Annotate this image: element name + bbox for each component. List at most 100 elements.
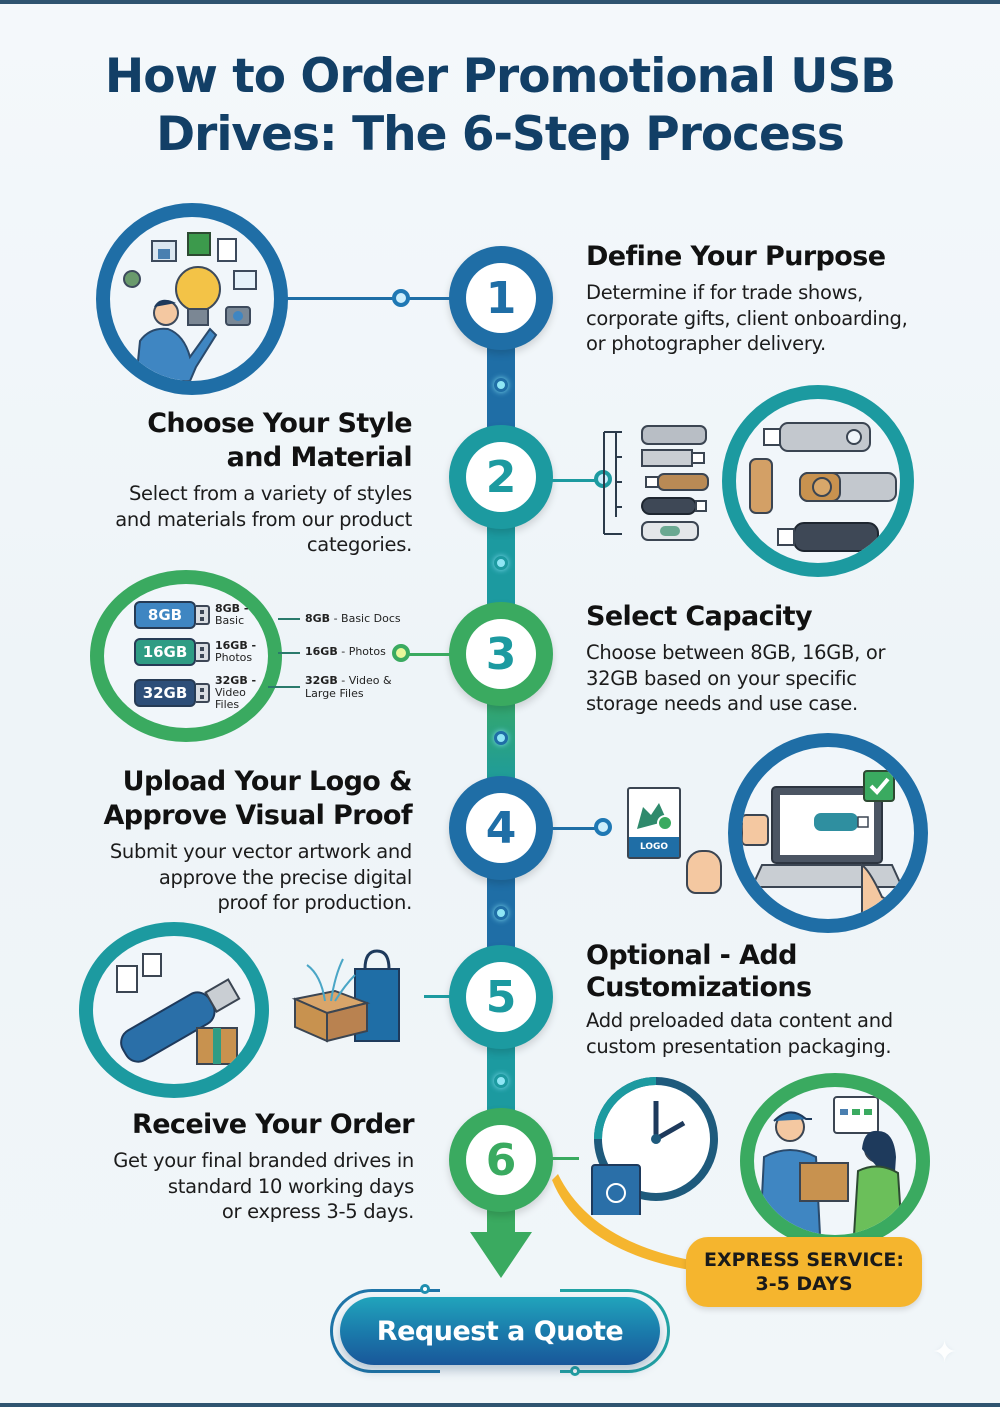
desc-line: categories. xyxy=(306,533,412,556)
step-node-5: 5 xyxy=(449,945,553,1049)
step-number-3: 3 xyxy=(466,619,536,689)
usb-plug-icon xyxy=(196,642,210,662)
callout-bold: 16GB xyxy=(305,645,338,658)
step-5-text: Optional - Add Customizations Add preloa… xyxy=(586,940,966,1059)
desc-line: or photographer delivery. xyxy=(586,332,826,355)
step-6-illustration xyxy=(740,1073,930,1249)
desc-line: standard 10 working days xyxy=(167,1174,414,1198)
express-line-2: 3-5 DAYS xyxy=(755,1273,853,1295)
step-3-description: Choose between 8GB, 16GB, or 32GB based … xyxy=(586,640,966,717)
step-3-title: Select Capacity xyxy=(586,601,813,632)
sparkle-icon: ✦ xyxy=(932,1335,958,1370)
tag: 32GB - xyxy=(215,674,257,687)
frame-dot xyxy=(570,1366,580,1376)
usb-drive-styles-icon xyxy=(749,422,897,552)
request-quote-button[interactable]: Request a Quote xyxy=(340,1297,660,1365)
connector-1 xyxy=(285,297,451,300)
step-node-3: 3 xyxy=(449,602,553,706)
tag: 16GB - xyxy=(215,639,257,652)
title-line-1: How to Order Promotional USB xyxy=(104,49,896,104)
connector-2 xyxy=(551,479,607,482)
usb-plug-icon xyxy=(196,605,210,625)
desc-line: Get your final branded drives in xyxy=(113,1149,414,1172)
capacity-drive-32gb: 32GB xyxy=(134,679,196,707)
step-6-description: Get your final branded drives in standar… xyxy=(40,1148,414,1225)
connector-6 xyxy=(551,1157,579,1160)
step-node-6: 6 xyxy=(449,1108,553,1212)
step-number-4: 4 xyxy=(466,793,536,863)
step-4-title: Upload Your Logo & Approve Visual Proof xyxy=(40,765,412,833)
callout-line xyxy=(278,618,300,620)
title-line: Optional - Add xyxy=(586,940,797,971)
connector-dot-1 xyxy=(392,289,410,307)
callout-bold: 8GB xyxy=(305,612,331,625)
delivery-person-customer-icon xyxy=(758,1096,904,1235)
desc-line: Add preloaded data content and xyxy=(586,1009,893,1032)
step-6-title: Receive Your Order xyxy=(132,1109,415,1140)
step-3-text: Select Capacity Choose between 8GB, 16GB… xyxy=(586,600,966,717)
express-swoosh xyxy=(552,1174,690,1270)
person-with-lightbulb-icon xyxy=(123,232,257,381)
step-4-illustration xyxy=(728,733,928,933)
usb-style-tree-icon xyxy=(603,425,709,541)
step-4-text: Upload Your Logo & Approve Visual Proof … xyxy=(40,765,412,916)
clock-icon xyxy=(591,1077,718,1215)
desc-line: Select from a variety of styles xyxy=(128,482,412,505)
desc-line: Submit your vector artwork and xyxy=(109,840,412,863)
logo-file-icon: LOGO xyxy=(627,787,681,859)
desc-line: and materials from our product xyxy=(115,507,412,531)
spine-dot xyxy=(494,1074,508,1088)
connector-dot-4 xyxy=(594,818,612,836)
desc-line: custom presentation packaging. xyxy=(586,1034,892,1058)
step-node-4: 4 xyxy=(449,776,553,880)
step-5-illustration xyxy=(79,922,269,1098)
connector-3 xyxy=(402,653,452,656)
capacity-drive-16gb: 16GB xyxy=(134,638,196,666)
button-frame-right xyxy=(560,1289,670,1373)
desc-line: Determine if for trade shows, xyxy=(586,281,864,304)
step-node-2: 2 xyxy=(449,425,553,529)
desc-line: proof for production. xyxy=(217,891,412,914)
mouse-hand-icon xyxy=(686,850,722,894)
capacity-drive-8gb: 8GB xyxy=(134,601,196,629)
step-number-2: 2 xyxy=(466,442,536,512)
tag: 8GB - xyxy=(215,602,249,615)
step-4-description: Submit your vector artwork and approve t… xyxy=(40,839,412,916)
top-border xyxy=(0,0,1000,4)
desc-line: Choose between 8GB, 16GB, or xyxy=(586,641,886,664)
step-1-text: Define Your Purpose Determine if for tra… xyxy=(586,240,966,357)
step-2-description: Select from a variety of styles and mate… xyxy=(40,481,412,558)
connector-4 xyxy=(551,827,603,830)
capacity-tag-16gb: 16GB -Photos xyxy=(215,640,259,664)
spine-dot xyxy=(494,556,508,570)
step-5-description: Add preloaded data content and custom pr… xyxy=(586,1008,966,1059)
title-line: Upload Your Logo & xyxy=(122,766,413,797)
step-number-6: 6 xyxy=(466,1125,536,1195)
title-line-2: Drives: The 6-Step Process xyxy=(156,107,845,162)
callout-bold: 32GB xyxy=(305,674,338,687)
capacity-option-32gb: 32GB 32GB -Video Files xyxy=(134,675,259,711)
desc-line: or express 3-5 days. xyxy=(221,1200,414,1223)
timeline-arrow-down-icon xyxy=(470,1232,532,1278)
step-2-text: Choose Your Style and Material Select fr… xyxy=(40,407,412,558)
usb-data-gift-icon xyxy=(116,953,241,1065)
capacity-callout-32gb: 32GB - Video & Large Files xyxy=(305,674,395,700)
title-line: Approve Visual Proof xyxy=(103,800,412,831)
desc-line: 32GB based on your specific xyxy=(586,666,857,690)
capacity-tag-8gb: 8GB -Basic xyxy=(215,603,259,627)
frame-dot xyxy=(420,1284,430,1294)
title-line: Customizations xyxy=(586,972,812,1003)
step-2-title: Choose Your Style and Material xyxy=(40,407,412,475)
capacity-option-8gb: 8GB 8GB -Basic xyxy=(134,601,259,629)
capacity-callout-16gb: 16GB - Photos xyxy=(305,645,386,658)
connector-5 xyxy=(424,995,451,998)
desc-line: storage needs and use case. xyxy=(586,692,858,715)
step-1-illustration xyxy=(96,203,288,395)
step-number-1: 1 xyxy=(466,263,536,333)
logo-file-label: LOGO xyxy=(629,837,679,857)
title-line: and Material xyxy=(226,442,413,473)
callout-line xyxy=(278,652,300,654)
callout-rest: - Basic Docs xyxy=(330,612,401,625)
step-1-title: Define Your Purpose xyxy=(586,241,886,272)
title-line: Choose Your Style xyxy=(147,408,412,439)
